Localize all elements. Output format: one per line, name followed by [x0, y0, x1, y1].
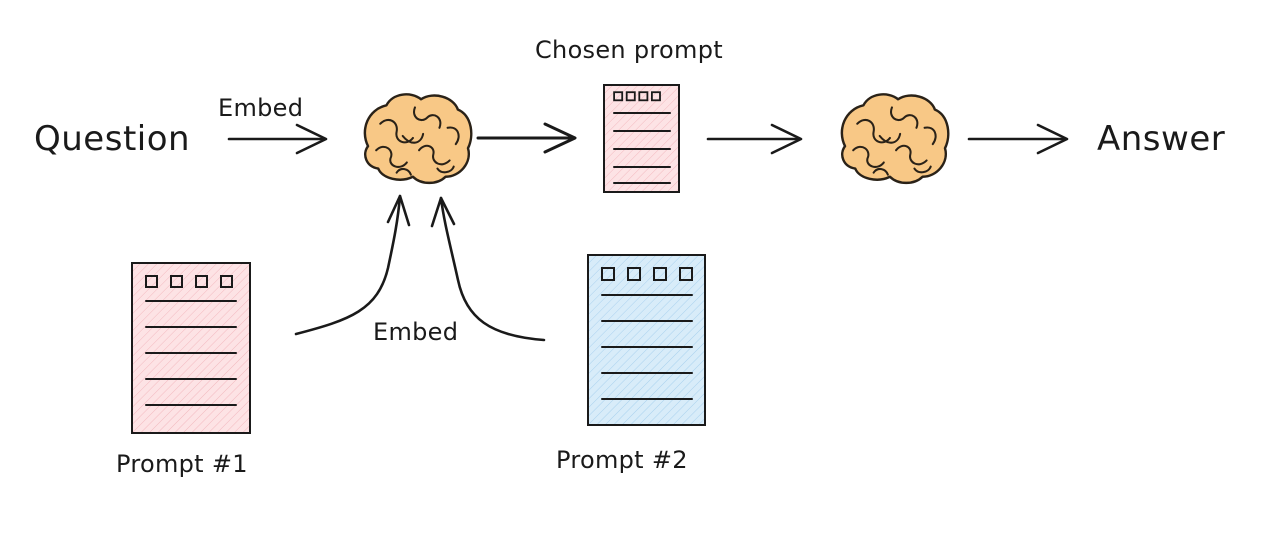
- answer-label: Answer: [1097, 119, 1225, 159]
- prompt-2-document: [587, 254, 706, 426]
- chosen-prompt-label: Chosen prompt: [535, 36, 723, 64]
- prompt-1-label: Prompt #1: [116, 450, 248, 478]
- embed-bottom-label: Embed: [373, 318, 458, 346]
- arrow-prompt2-to-brain: [430, 196, 546, 342]
- prompt-2-label: Prompt #2: [556, 446, 688, 474]
- arrow-prompt1-to-brain: [294, 194, 411, 336]
- question-label: Question: [34, 119, 190, 159]
- arrow-chosen-prompt-to-brain: [706, 123, 803, 155]
- arrow-brain-to-chosen-prompt: [476, 122, 577, 154]
- chosen-prompt-document: [603, 84, 680, 193]
- brain-icon: [840, 93, 950, 185]
- prompt-1-document: [131, 262, 251, 434]
- document-icon: [603, 84, 680, 193]
- arrow-brain-to-answer: [967, 123, 1069, 155]
- brain-icon: [363, 93, 473, 185]
- document-icon: [587, 254, 706, 426]
- embed-top-label: Embed: [218, 94, 303, 122]
- arrow-question-to-brain: [227, 123, 328, 155]
- document-icon: [131, 262, 251, 434]
